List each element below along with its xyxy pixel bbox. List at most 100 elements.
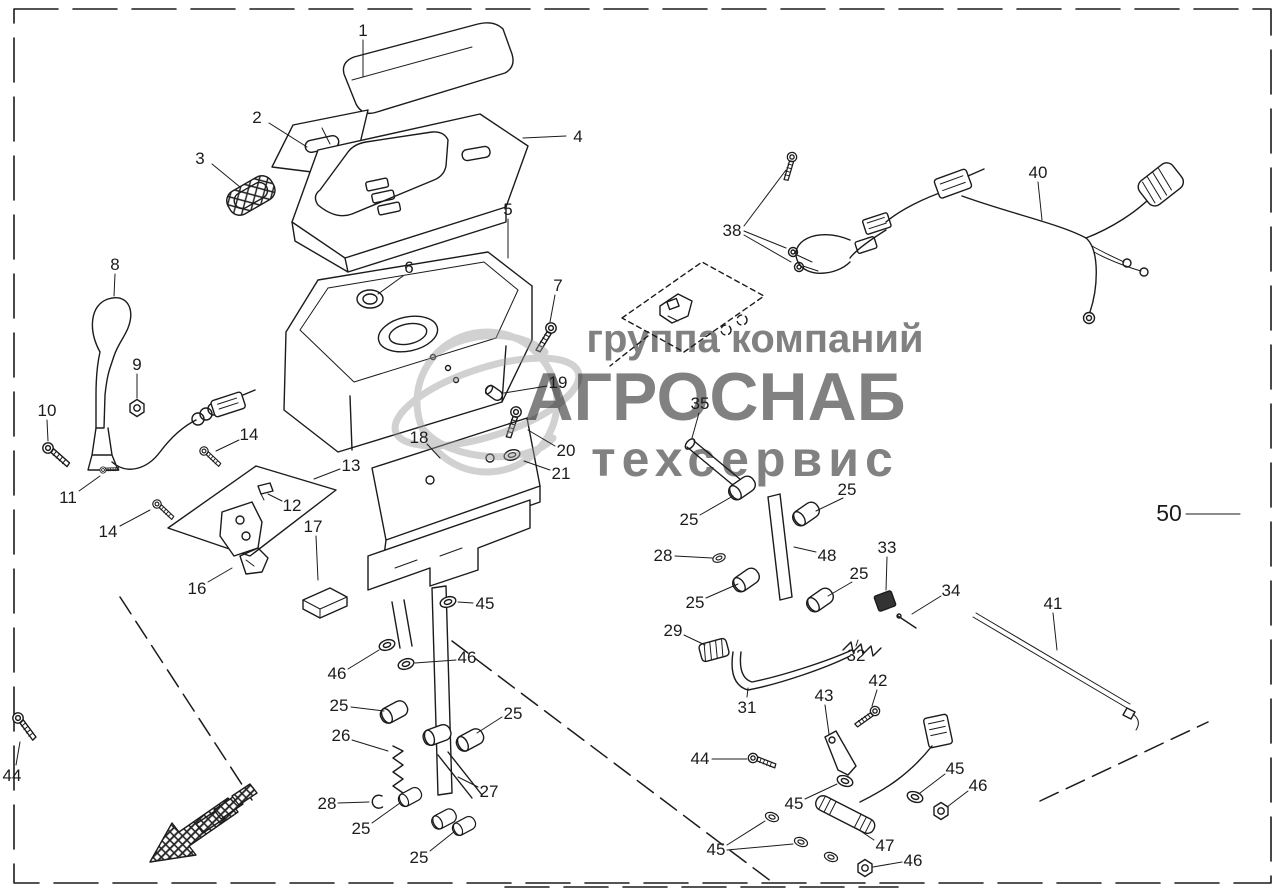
watermark-line1: группа компаний: [586, 317, 923, 361]
callout-45: 45: [785, 794, 804, 813]
leader-line: [522, 135, 567, 139]
callout-34: 34: [942, 581, 961, 600]
part-joystick-8: [87, 297, 256, 471]
part-bracket-16: [219, 501, 269, 575]
leader-line: [457, 601, 474, 604]
callout-20: 20: [557, 441, 576, 460]
callout-8: 8: [110, 255, 119, 274]
callout-25: 25: [330, 696, 349, 715]
leader-line: [476, 716, 503, 734]
leader-line: [351, 739, 389, 752]
part-ghost-bracket: [609, 261, 765, 367]
callout-25: 25: [838, 480, 857, 499]
callout-31: 31: [738, 698, 757, 717]
leader-line: [211, 163, 241, 188]
callout-28: 28: [654, 546, 673, 565]
callout-46: 46: [969, 776, 988, 795]
sheet-number-label: 50: [1156, 500, 1182, 526]
leader-line: [268, 122, 308, 148]
leader-line: [699, 495, 734, 516]
callout-14: 14: [99, 522, 118, 541]
leader-line: [726, 843, 794, 851]
callout-2: 2: [252, 108, 261, 127]
leader-line: [691, 412, 700, 439]
leader-line: [824, 704, 830, 735]
part-plate-18: [367, 417, 541, 649]
callout-47: 47: [876, 836, 895, 855]
part-pin-19: [484, 384, 503, 401]
callout-7: 7: [553, 276, 562, 295]
callout-25: 25: [352, 819, 371, 838]
part-armrest-1: [342, 22, 514, 115]
leader-line: [674, 555, 713, 559]
callout-19: 19: [549, 373, 568, 392]
part-center-linkage: [371, 585, 487, 839]
callout-6: 6: [404, 258, 413, 277]
callout-25: 25: [680, 510, 699, 529]
part-screw-42: [853, 702, 883, 733]
callout-25: 25: [504, 704, 523, 723]
leader-line: [705, 583, 739, 599]
leader-line: [911, 595, 942, 615]
leader-line: [527, 429, 556, 447]
callout-46: 46: [458, 648, 477, 667]
part-cable-tie-41: [972, 612, 1139, 731]
leader-line: [267, 493, 283, 502]
callout-21: 21: [552, 464, 571, 483]
callout-16: 16: [188, 579, 207, 598]
part-bracket-17: [302, 587, 348, 619]
callout-46: 46: [328, 664, 347, 683]
leader-line: [743, 230, 787, 249]
part-wiring-harness-40: [783, 151, 1185, 325]
callout-27: 27: [480, 782, 499, 801]
leader-line: [549, 294, 556, 323]
callout-11: 11: [59, 488, 77, 507]
leader-line: [371, 802, 401, 824]
sheet-border: [13, 8, 1272, 888]
leader-line: [746, 687, 749, 698]
leader-line: [503, 385, 548, 394]
leader-line: [523, 460, 551, 471]
part-console-upper-4: [291, 113, 529, 273]
leader-line: [347, 649, 380, 670]
callout-18: 18: [410, 428, 429, 447]
leader-line: [855, 639, 859, 647]
leader-line: [743, 234, 792, 263]
callout-5: 5: [503, 200, 512, 219]
leader-line: [871, 689, 878, 707]
callout-28: 28: [318, 794, 337, 813]
leader-line: [1037, 181, 1043, 221]
leader-line: [855, 827, 875, 841]
part-sensor-connector: [859, 713, 953, 803]
callout-29: 29: [664, 621, 683, 640]
leader-line: [207, 567, 233, 583]
part-bolt-10: [39, 440, 75, 468]
direction-arrow: [149, 783, 258, 863]
callout-10: 10: [38, 401, 57, 420]
callout-38: 38: [723, 221, 742, 240]
part-console-lower-5: [283, 251, 533, 453]
callout-17: 17: [304, 517, 323, 536]
callout-32: 32: [847, 646, 866, 665]
callout-46: 46: [904, 851, 923, 870]
callout-43: 43: [815, 686, 834, 705]
part-screws-14: [149, 444, 225, 521]
leader-line: [885, 556, 888, 591]
leader-line: [919, 773, 946, 794]
callout-45: 45: [476, 594, 495, 613]
leader-line: [414, 659, 457, 664]
leader-line: [726, 820, 766, 846]
leader-line: [350, 706, 385, 712]
callout-9: 9: [132, 355, 141, 374]
leader-line: [313, 468, 341, 480]
leader-line: [377, 275, 404, 295]
leader-line: [683, 634, 706, 646]
leader-line: [946, 790, 969, 808]
leader-line: [827, 581, 853, 597]
watermark-line3: техсервис: [591, 431, 899, 487]
callout-33: 33: [878, 538, 897, 557]
callout-25: 25: [686, 593, 705, 612]
leader-line: [815, 497, 844, 512]
callout-25: 25: [850, 564, 869, 583]
